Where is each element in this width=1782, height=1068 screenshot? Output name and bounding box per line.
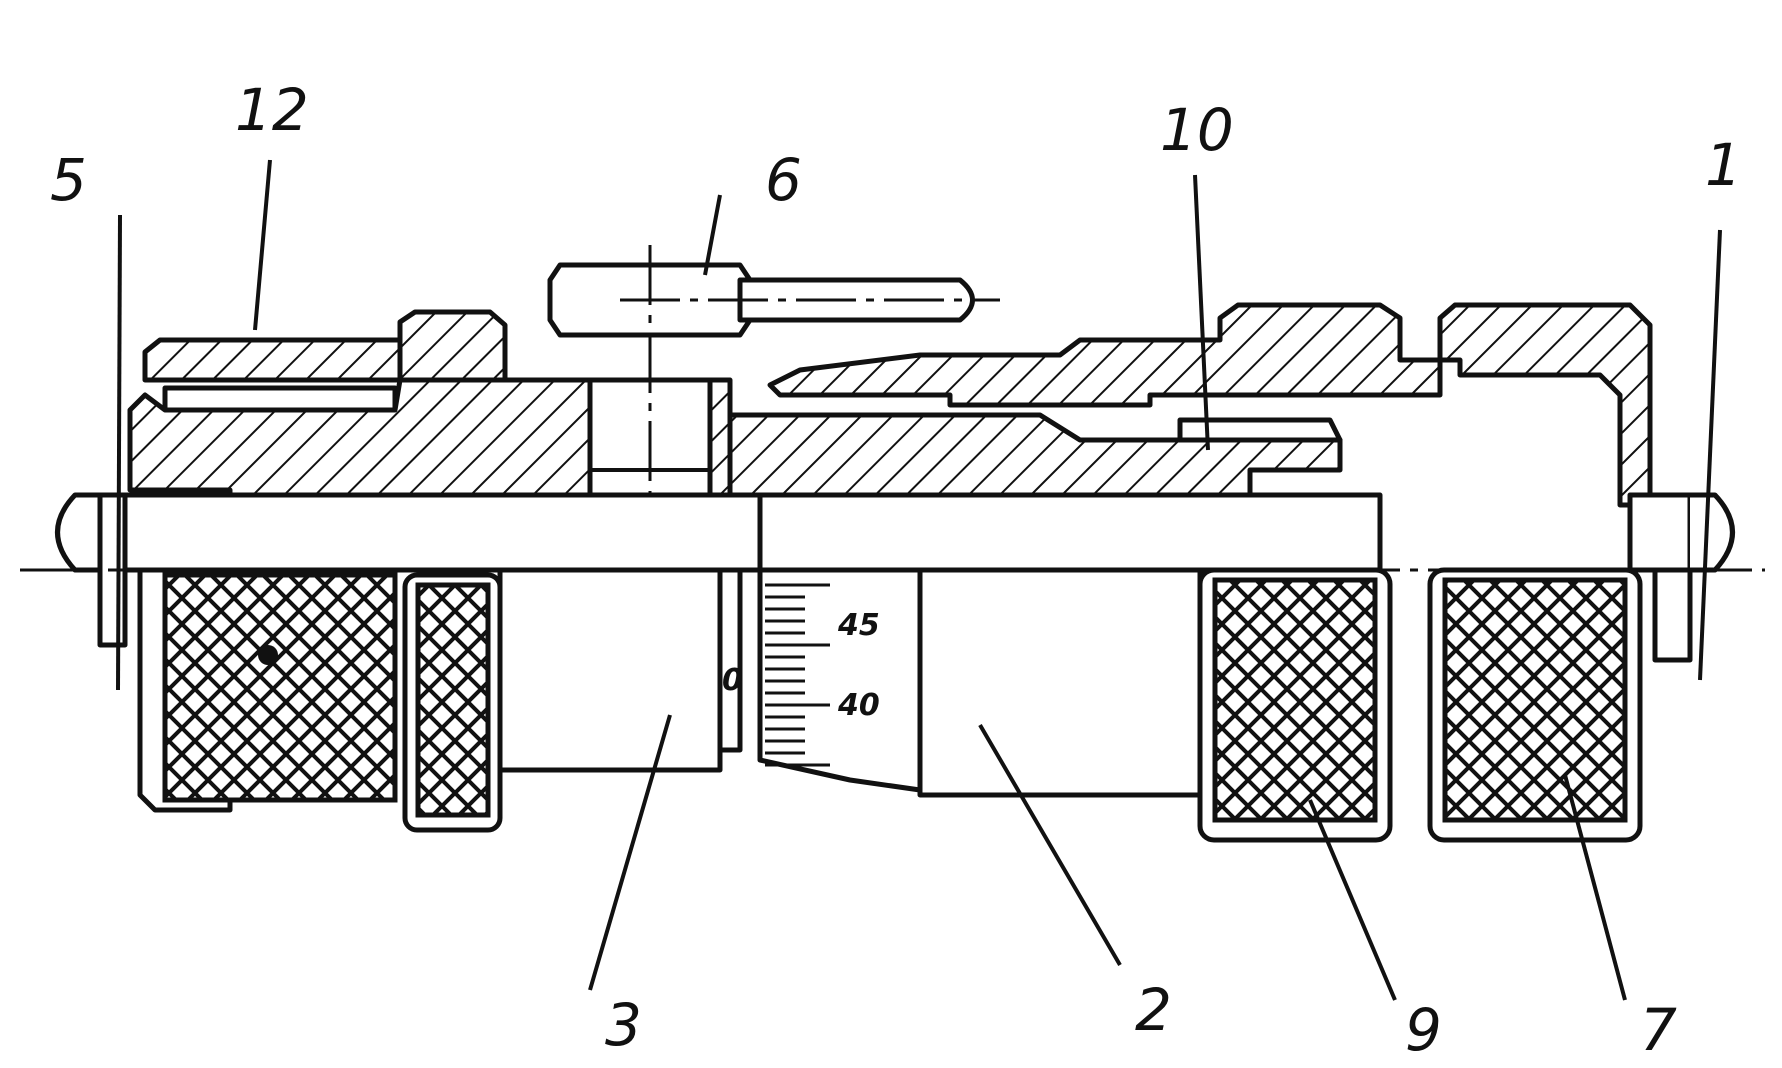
- label-part-9: 9: [1405, 996, 1442, 1064]
- thimble-scale: [765, 583, 830, 767]
- label-part-12: 12: [235, 76, 309, 144]
- label-part-7: 7: [1640, 996, 1677, 1064]
- label-part-6: 6: [765, 146, 802, 214]
- knurl-left-minor: [415, 582, 491, 818]
- label-part-2: 2: [1135, 976, 1172, 1044]
- knurl-left-major: [162, 572, 398, 803]
- scale-numerals: 0 45 40: [722, 608, 880, 723]
- label-part-10: 10: [1160, 96, 1234, 164]
- knurl-nut-9: [1212, 577, 1378, 823]
- part-labels: 5 12 6 10 1 3 2 9 7: [50, 76, 1742, 1064]
- leader-lines: [116, 159, 1722, 1001]
- body-section: [127, 302, 1653, 508]
- label-part-5: 5: [50, 146, 87, 214]
- label-part-1: 1: [1705, 131, 1742, 199]
- thimble-mark-40: 40: [837, 688, 880, 723]
- sleeve-zero-mark: 0: [722, 663, 743, 698]
- lower-body: [137, 492, 1643, 843]
- knurl-nut-7: [1442, 577, 1628, 823]
- thimble-mark-45: 45: [837, 608, 880, 643]
- label-part-3: 3: [605, 991, 642, 1059]
